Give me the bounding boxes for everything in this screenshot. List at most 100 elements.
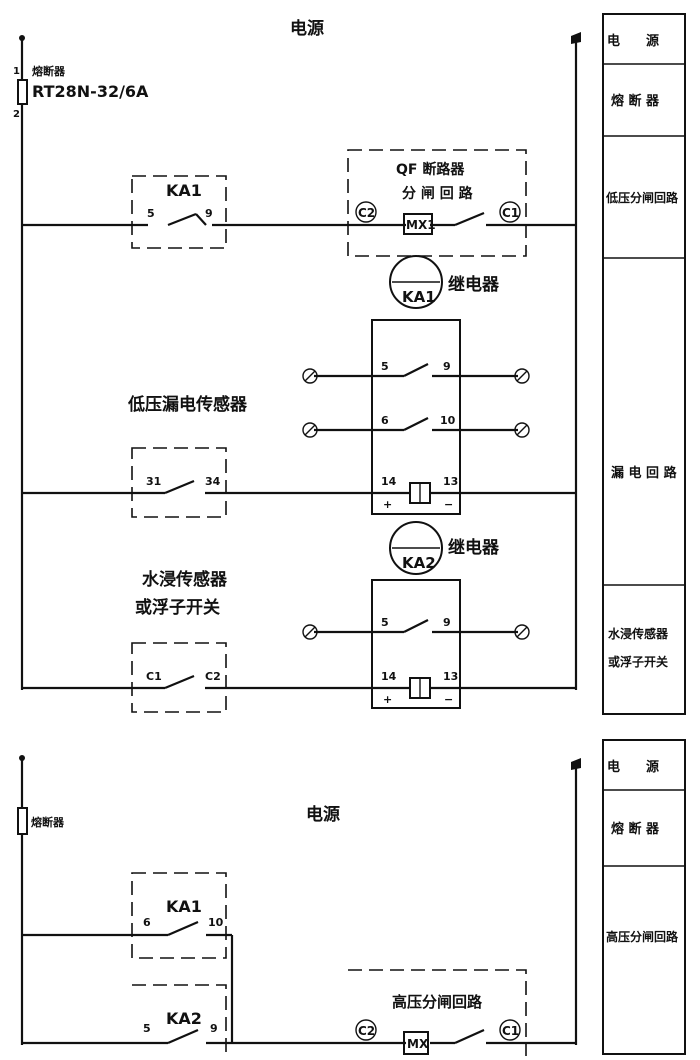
ka1-contact1-blade (403, 363, 429, 377)
bottom-ka2-pin-right: 9 (210, 1022, 218, 1035)
top-right-terminal (571, 32, 581, 44)
ka2-terminal-icons (302, 624, 530, 640)
bottom-ka1-pin-left: 6 (143, 916, 151, 929)
top-legend-frame (602, 13, 686, 715)
ka1-c1-pin-right: 9 (443, 360, 451, 373)
bottom-legend-frame (602, 739, 686, 1055)
top-legend: 电 源 熔 断 器 低压分闸回路 漏 电 回 路 水浸传感器 或浮子开关 (602, 13, 686, 715)
bottom-power-title: 电源 (306, 804, 340, 825)
relay-ka1-name: KA1 (402, 288, 436, 306)
hv-c2-label: C2 (358, 1024, 375, 1038)
ka1-contact-name: KA1 (166, 181, 202, 200)
ka1-contact-pin-right: 9 (205, 207, 213, 220)
relay-ka1-symbol (389, 255, 443, 309)
leak-sensor-blade (164, 479, 195, 495)
top-fuse-symbol (17, 79, 28, 105)
water-sensor-label-2: 或浮子开关 (135, 597, 220, 618)
hv-c1-label: C1 (502, 1024, 519, 1038)
ka1-coil-plus: + (383, 498, 392, 511)
ka1-c1-pin-left: 5 (381, 360, 389, 373)
qf-dashed-box (347, 149, 527, 257)
relay-ka1-box (371, 319, 461, 515)
bottom-fuse-label: 熔断器 (31, 815, 65, 829)
top-legend-fuse: 熔 断 器 (611, 93, 660, 109)
bottom-ka1-name: KA1 (166, 897, 202, 916)
hv-mx-coil (403, 1031, 429, 1055)
ka1-coil-minus: − (444, 498, 453, 511)
leak-sensor-label: 低压漏电传感器 (127, 394, 248, 415)
ka2-coil-plus: + (383, 693, 392, 706)
relay-ka1-label: 继电器 (448, 274, 500, 295)
ka1-contact-blade (167, 212, 207, 227)
water-sensor-label-1: 水浸传感器 (142, 569, 228, 590)
qf-title: QF 断路器 (396, 161, 465, 178)
bottom-ka2-blade (167, 1028, 199, 1045)
ka2-c1-pin-right: 9 (443, 616, 451, 629)
qf-contact-blade (454, 211, 485, 227)
hv-mx-label: MX (407, 1037, 429, 1051)
top-legend-water-2: 或浮子开关 (608, 654, 668, 669)
bottom-legend-power: 电 源 (607, 759, 659, 775)
ka1-contact-pin-left: 5 (147, 207, 155, 220)
bottom-legend: 电 源 熔 断 器 高压分闸回路 (602, 739, 686, 1055)
water-sensor-pin-left: C1 (146, 670, 162, 683)
hv-title: 高压分闸回路 (392, 993, 483, 1011)
top-legend-dividers (603, 63, 685, 586)
top-legend-leakage: 漏 电 回 路 (611, 465, 678, 481)
qf-subtitle: 分 闸 回 路 (402, 185, 474, 202)
ka1-c2-pin-right: 10 (440, 414, 456, 427)
bottom-ka1-dashed-box (131, 872, 227, 959)
top-circuit: 电源 1 2 熔断器 RT28N-32/6A KA1 5 9 QF 断路器 分 … (13, 18, 581, 713)
top-fuse-pin-bottom: 2 (13, 109, 20, 120)
ka2-contact-blade (403, 619, 429, 633)
ka1-c2-pin-left: 6 (381, 414, 389, 427)
hv-dashed-box (348, 969, 527, 1056)
relay-ka2-symbol (389, 521, 443, 575)
qf-c1-label: C1 (502, 206, 519, 220)
bottom-ka1-blade (167, 920, 199, 937)
ka1-coil-pin-right: 13 (443, 475, 458, 488)
ka2-coil-pin-left: 14 (381, 670, 397, 683)
top-fuse-label: 熔断器 (32, 64, 66, 78)
bottom-ka1-pin-right: 10 (208, 916, 224, 929)
ka2-coil-pin-right: 13 (443, 670, 458, 683)
bottom-ka2-dashed-box (132, 984, 227, 1052)
top-legend-lv-trip: 低压分闸回路 (605, 190, 679, 205)
qf-mx1-coil (403, 213, 433, 235)
top-legend-power: 电 源 (607, 33, 659, 49)
top-fuse-model: RT28N-32/6A (32, 82, 149, 101)
leak-sensor-pin-left: 31 (146, 475, 161, 488)
hv-c1-terminal (499, 1019, 521, 1041)
bottom-circuit: 电源 熔断器 KA1 6 10 KA2 5 9 高压分闸回路 C2 C1 MX (17, 755, 581, 1056)
qf-c2-label: C2 (358, 206, 375, 220)
relay-ka2-name: KA2 (402, 554, 436, 572)
water-sensor-pin-right: C2 (205, 670, 221, 683)
ka1-coil-pin-left: 14 (381, 475, 397, 488)
top-legend-water-1: 水浸传感器 (608, 626, 669, 641)
leak-sensor-pin-right: 34 (205, 475, 221, 488)
bottom-left-terminal (19, 755, 25, 761)
bottom-right-terminal (571, 758, 581, 770)
ka1-contact-dashed-box (131, 175, 227, 249)
bottom-legend-dividers (603, 789, 685, 867)
ka2-coil-minus: − (444, 693, 453, 706)
top-left-terminal (19, 35, 25, 41)
top-power-title: 电源 (290, 18, 324, 39)
leak-sensor-dashed-box (131, 447, 227, 518)
hv-contact-blade (454, 1028, 485, 1045)
ka1-contact2-blade (403, 417, 429, 431)
bottom-ka2-pin-left: 5 (143, 1022, 151, 1035)
qf-c2-terminal (355, 201, 377, 223)
water-sensor-dashed-box (131, 642, 227, 713)
bottom-ka2-name: KA2 (166, 1009, 202, 1028)
relay-ka2-box (371, 579, 461, 709)
bottom-fuse-symbol (17, 807, 28, 835)
ka2-c1-pin-left: 5 (381, 616, 389, 629)
bottom-legend-hv-trip: 高压分闸回路 (606, 929, 679, 944)
hv-c2-terminal (355, 1019, 377, 1041)
water-sensor-blade (164, 674, 195, 690)
top-fuse-pin-top: 1 (13, 66, 20, 77)
qf-mx1-label: MX1 (406, 218, 436, 232)
